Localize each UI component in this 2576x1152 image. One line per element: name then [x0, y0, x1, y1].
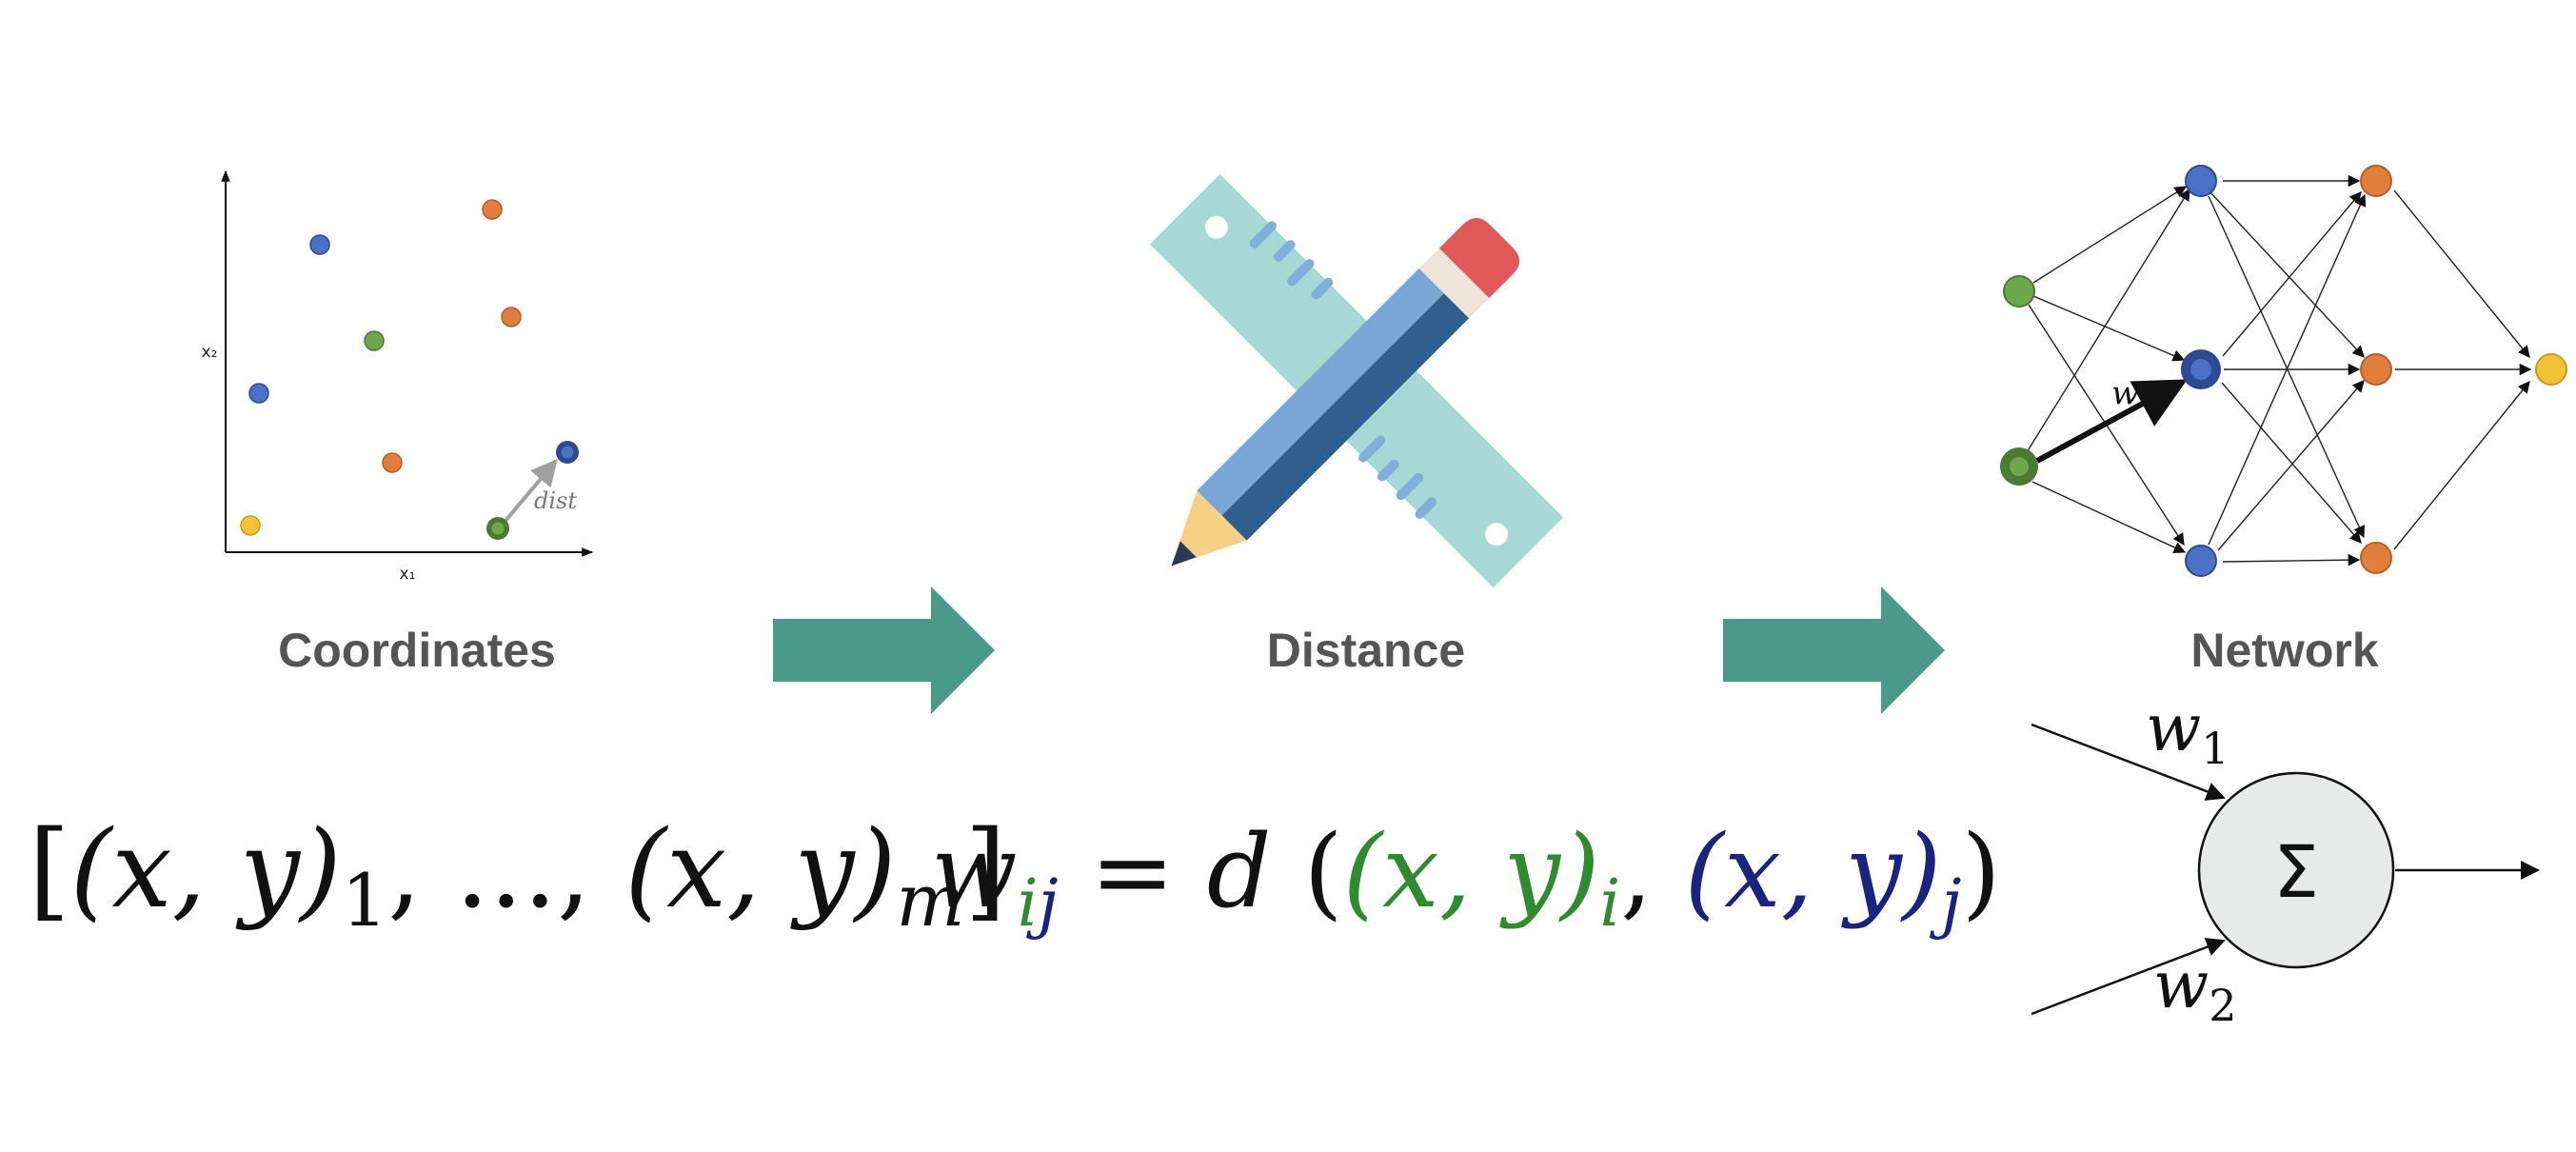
- hidden-node: [2185, 545, 2217, 577]
- hidden-node: [2360, 165, 2392, 197]
- network-edges: [2023, 174, 2532, 566]
- distance-title: Distance: [1267, 624, 1465, 677]
- neuron-input-1: [2031, 723, 2226, 801]
- sum-symbol: Σ: [2273, 829, 2319, 914]
- neuron-weight-1: w1: [2146, 691, 2229, 774]
- right-arrow-icon: [1723, 586, 1945, 714]
- network-graph: w: [2000, 165, 2567, 577]
- neuron-body: [2197, 771, 2395, 969]
- distance-arrow: [504, 458, 558, 523]
- scatter-point: [482, 199, 503, 220]
- scatter-point: [240, 515, 261, 536]
- input-node-selected-inner: [2010, 457, 2029, 476]
- x-axis-label: x₁: [400, 565, 416, 584]
- scatter-point-selected-blue-inner: [561, 446, 574, 459]
- scatter-point: [309, 234, 330, 255]
- input-node: [2003, 275, 2035, 308]
- scatter-point: [501, 307, 522, 328]
- neuron-diagram: Σ w1 w2: [2031, 691, 2540, 1031]
- neuron-weight-2: w2: [2153, 948, 2237, 1031]
- pencil-icon: [1171, 217, 1520, 566]
- edge-weight-label: w: [2111, 374, 2139, 412]
- scatter-point: [364, 330, 385, 351]
- scatter-point: [382, 452, 403, 473]
- scatter-plot: x₁ x₂ dist: [202, 169, 594, 584]
- hidden-node: [2360, 542, 2392, 574]
- distance-label: dist: [534, 487, 577, 514]
- network-title: Network: [2190, 624, 2378, 677]
- coordinates-title: Coordinates: [278, 624, 556, 677]
- coordinates-formula: [(x, y)1, ..., (x, y)m]: [29, 808, 1006, 943]
- hidden-node-selected-inner: [2190, 359, 2211, 380]
- neuron-input-2: [2031, 938, 2226, 1016]
- weighted-edge: [2035, 379, 2188, 464]
- scatter-point: [248, 383, 269, 404]
- right-arrow-icon: [773, 586, 995, 714]
- distance-formula: wij = d ((x, y)i, (x, y)j): [931, 813, 2001, 942]
- hidden-node: [2360, 353, 2392, 386]
- y-axis-label: x₂: [202, 343, 218, 362]
- hidden-node: [2185, 165, 2217, 197]
- output-node: [2535, 353, 2567, 386]
- scatter-point-selected-green-inner: [491, 522, 505, 535]
